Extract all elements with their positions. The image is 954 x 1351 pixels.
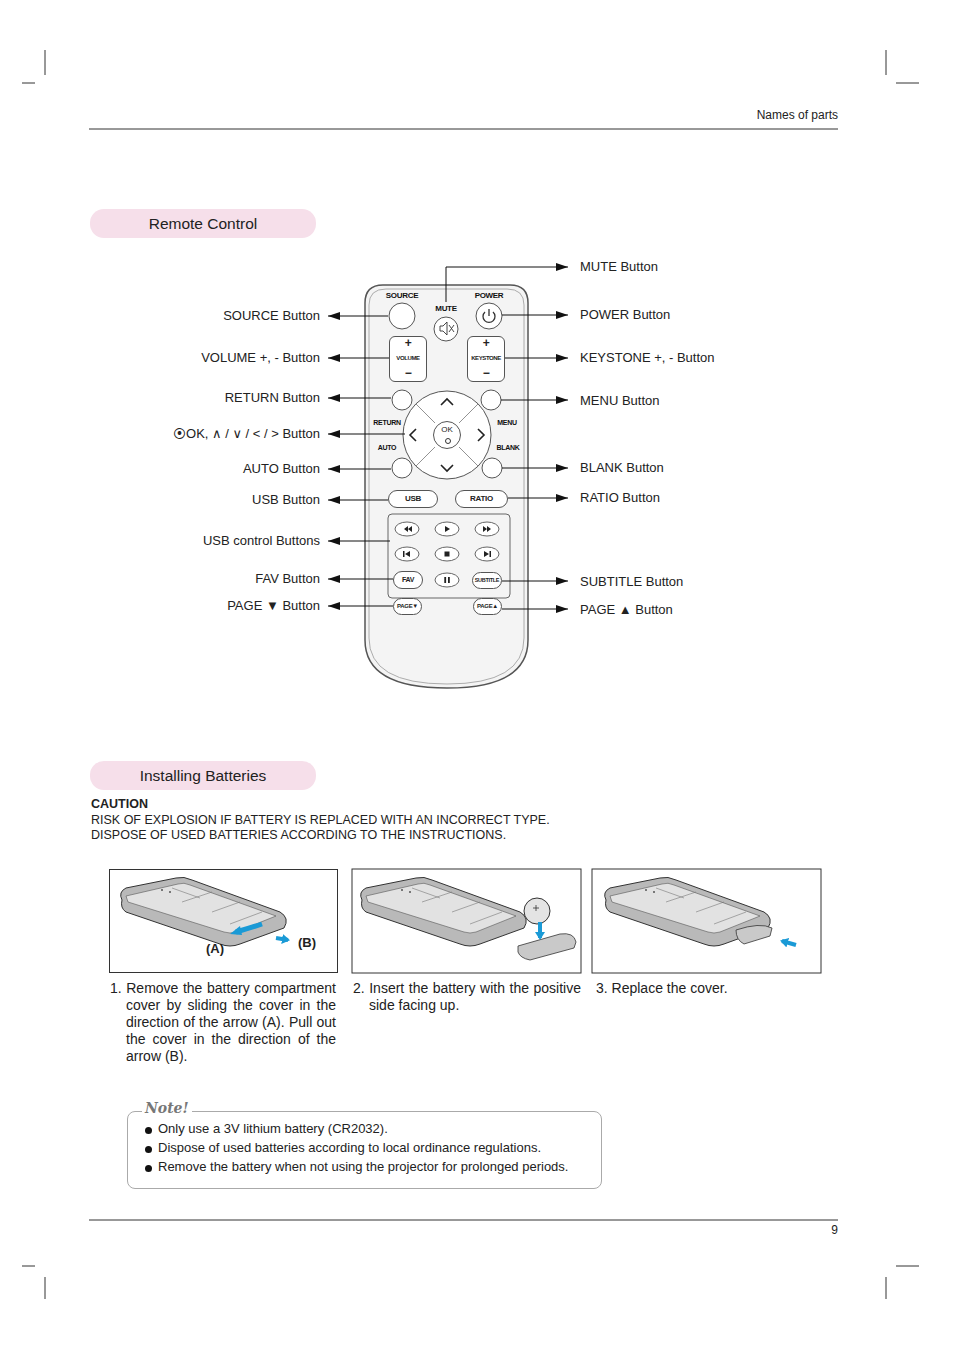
ok-button: OK [433,421,461,449]
ratio-button: RATIO [455,490,508,508]
section-header: Remote Control [90,209,316,238]
auto-button: AUTO [368,444,406,482]
node-text: Remote Control [149,215,258,232]
node-text: MENU [497,419,516,427]
callout-label: POWER Button [580,307,780,323]
menu-button: MENU [488,388,526,427]
node-text: MUTE [435,305,456,314]
fav-button: FAV [393,571,423,589]
node-text: (B) [298,936,316,950]
callout-label: VOLUME +, - Button [120,350,320,366]
node-text: Dispose of used batteries according to l… [158,1141,541,1155]
running-header: Names of parts [638,108,838,122]
page-down-button: PAGE▼ [393,598,422,615]
subtitle-button: SUBTITLE [472,572,502,589]
step-text: 1. Remove the battery compartment cover … [110,980,336,1065]
note-box: Note!Only use a 3V lithium battery (CR20… [127,1111,602,1189]
node-text: − [483,367,490,380]
node-text: SUBTITLE [475,577,500,583]
source-button: SOURCE [380,292,424,334]
page-up-button: PAGE▲ [473,598,502,615]
caution-text: RISK OF EXPLOSION IF BATTERY IS REPLACED… [91,813,691,828]
node-text: FAV [402,576,414,584]
callout-label: USB Button [120,492,320,508]
power-button: POWER [467,292,511,334]
page-number: 9 [800,1223,838,1237]
usb-button: USB [388,490,438,508]
section-header: Installing Batteries [90,761,316,790]
callout-label: RETURN Button [120,390,320,406]
node-text: SOURCE [386,292,418,301]
node-text: Installing Batteries [140,767,267,784]
callout-label: AUTO Button [120,461,320,477]
node-text: BLANK [497,444,520,452]
step-text: 2. Insert the battery with the positive … [353,980,581,1014]
node-text: − [405,367,412,380]
caution-heading: CAUTION [91,797,291,812]
callout-label: KEYSTONE +, - Button [580,350,780,366]
node-text: RATIO [470,495,493,504]
node-text: POWER [475,292,504,301]
callout-label: ⦿OK, ∧ / ∨ / < / > Button [100,426,320,442]
callout-label: PAGE ▲ Button [580,602,780,618]
node-text: KEYSTONE [471,355,501,362]
node-text: USB [405,495,421,504]
volume-button: + VOLUME − [389,336,427,382]
step-text: 3. Replace the cover. [596,980,822,997]
callout-label: SUBTITLE Button [580,574,780,590]
node-text: + [483,337,490,350]
return-button: RETURN [368,388,406,427]
node-text: AUTO [378,444,397,452]
node-text: RETURN [373,419,400,427]
node-text: Remove the battery when not using the pr… [158,1160,568,1174]
node-text: + [405,337,412,350]
callout-label: FAV Button [120,571,320,587]
node-text: Only use a 3V lithium battery (CR2032). [158,1122,388,1136]
note-heading: Note! [142,1101,192,1116]
blank-button: BLANK [488,444,528,482]
keystone-button: + KEYSTONE − [467,336,505,382]
callout-label: MUTE Button [580,259,780,275]
callout-label: SOURCE Button [120,308,320,324]
callout-label: MENU Button [580,393,780,409]
callout-label: USB control Buttons [120,533,320,549]
caution-text: DISPOSE OF USED BATTERIES ACCORDING TO T… [91,828,691,843]
node-text: VOLUME [396,355,419,362]
step-illustration: (A) (B) [109,869,338,973]
callout-label: PAGE ▼ Button [120,598,320,614]
node-text: PAGE▲ [477,603,498,610]
node-text: PAGE▼ [397,603,418,610]
node-text: (A) [206,942,224,956]
callout-label: BLANK Button [580,460,780,476]
mute-button: MUTE [428,305,464,343]
node-text: OK [441,426,453,435]
callout-label: RATIO Button [580,490,780,506]
